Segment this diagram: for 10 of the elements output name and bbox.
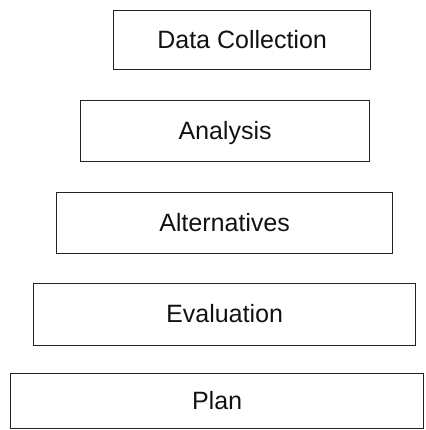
stage-label: Evaluation xyxy=(166,300,283,329)
stage-box xyxy=(80,100,370,162)
stage-box xyxy=(33,283,416,346)
stage-label: Plan xyxy=(192,386,242,416)
stage-box xyxy=(56,192,393,254)
stage-label: Data Collection xyxy=(157,26,327,54)
stage-box xyxy=(113,10,371,70)
stage-label: Alternatives xyxy=(159,208,290,238)
stage-box xyxy=(10,373,424,429)
stage-label: Analysis xyxy=(178,116,272,146)
